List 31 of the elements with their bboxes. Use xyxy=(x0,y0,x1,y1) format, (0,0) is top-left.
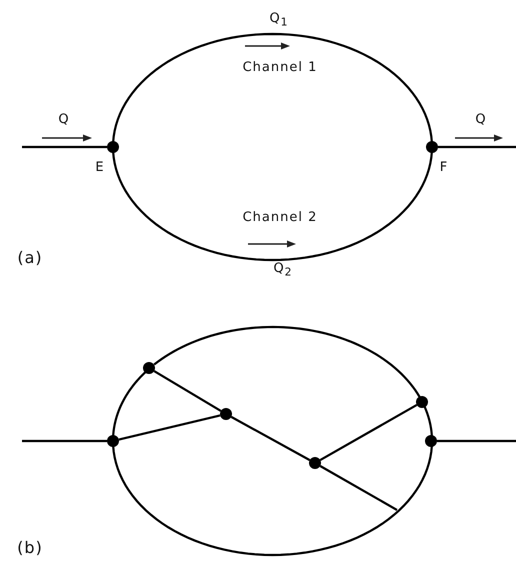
junction-dot xyxy=(426,141,438,153)
junction-label: E xyxy=(95,160,105,176)
junction-dot xyxy=(107,435,119,447)
channel-line xyxy=(118,414,220,441)
junction-dot xyxy=(416,396,428,408)
junction-label: F xyxy=(440,160,448,176)
channel-line xyxy=(22,146,107,148)
flow-label: Q xyxy=(475,112,487,128)
junction-dot xyxy=(425,435,437,447)
channel-line xyxy=(112,152,433,262)
channel-line xyxy=(438,146,516,148)
flow-label: Q$_{1}$ xyxy=(269,12,289,28)
channel-line xyxy=(112,32,433,142)
flow-label: (b) xyxy=(17,539,43,557)
junction-dot xyxy=(220,408,232,420)
flow-label: (a) xyxy=(17,249,43,267)
channel-line xyxy=(154,370,222,412)
channel-line xyxy=(230,416,310,462)
junction-dot xyxy=(309,457,321,469)
flow-label: Q xyxy=(58,112,70,128)
junction-dot xyxy=(107,141,119,153)
channel-line xyxy=(320,404,418,461)
channel-line xyxy=(320,465,398,511)
channel-line xyxy=(424,406,433,437)
junction-dot xyxy=(143,362,155,374)
channel-line xyxy=(112,446,433,556)
channel-line xyxy=(112,371,146,436)
flow-label: Q$_{2}$ xyxy=(273,262,293,278)
channel-line xyxy=(22,440,107,442)
channel-line xyxy=(154,326,421,398)
channel-line xyxy=(437,440,516,442)
